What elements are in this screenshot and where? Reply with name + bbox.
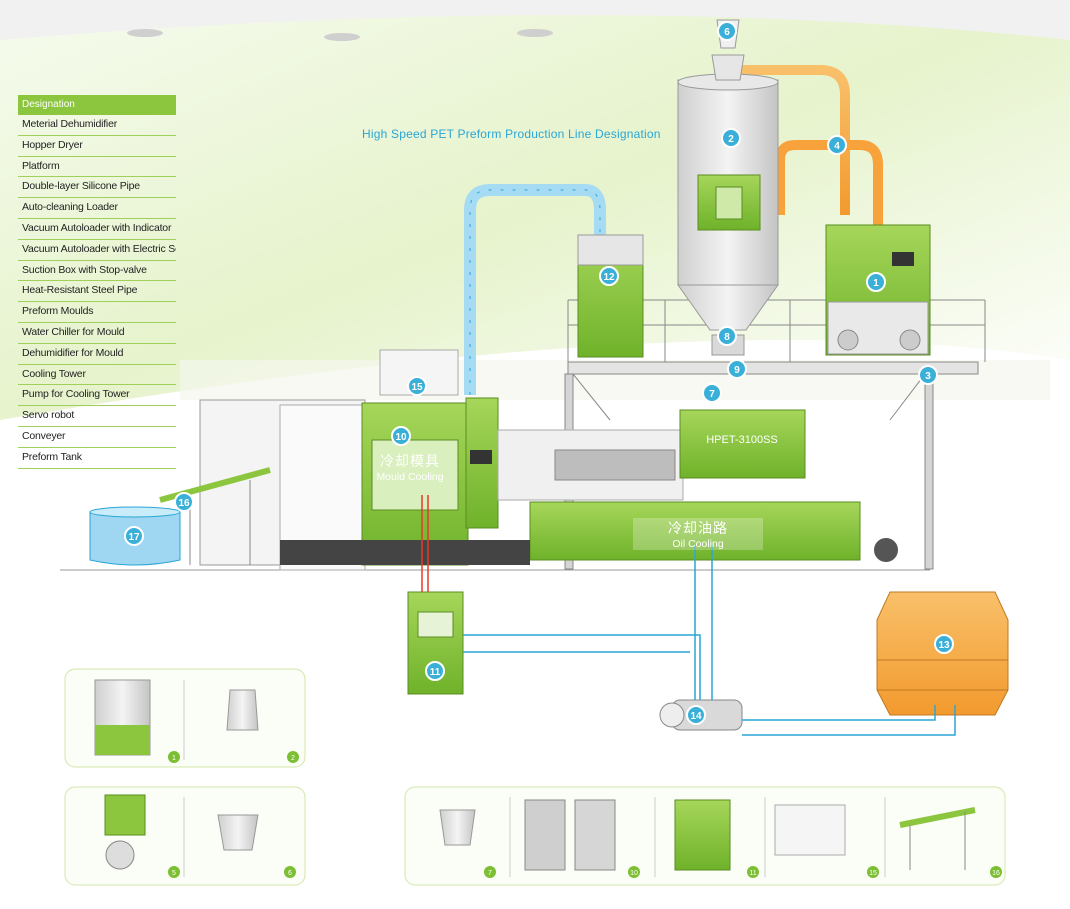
diagram-title: High Speed PET Preform Production Line D… <box>362 127 661 141</box>
marker-2: 2 <box>721 128 741 148</box>
thumb-badge-2: 2 <box>287 751 299 763</box>
marker-9: 9 <box>727 359 747 379</box>
marker-17: 17 <box>124 526 144 546</box>
thumb-panel-bottom-left <box>64 786 306 886</box>
marker-1: 1 <box>866 272 886 292</box>
thumb-badge-16: 16 <box>990 866 1002 878</box>
marker-4: 4 <box>827 135 847 155</box>
oil-cooling-label: 冷却油路 Oil Cooling <box>633 518 763 550</box>
svg-text:6: 6 <box>724 27 730 38</box>
svg-text:10: 10 <box>395 432 407 443</box>
marker-10: 10 <box>391 426 411 446</box>
legend-item: Dehumidifier for Mould <box>18 344 176 365</box>
svg-text:1: 1 <box>172 755 176 762</box>
legend-item: Water Chiller for Mould <box>18 323 176 344</box>
svg-text:7: 7 <box>709 389 715 400</box>
svg-text:5: 5 <box>172 870 176 877</box>
legend-item: Pump for Cooling Tower <box>18 385 176 407</box>
legend-item: Conveyer <box>18 427 176 448</box>
svg-text:6: 6 <box>288 870 292 877</box>
cooling-piping <box>421 495 956 736</box>
svg-text:2: 2 <box>291 755 295 762</box>
legend-item: Vacuum Autoloader with Electric Senso <box>18 240 176 261</box>
legend-item: Cooling Tower <box>18 365 176 386</box>
marker-3: 3 <box>918 365 938 385</box>
svg-text:2: 2 <box>728 134 734 145</box>
svg-text:15: 15 <box>869 870 877 877</box>
svg-text:16: 16 <box>178 498 190 509</box>
legend-item: Meterial Dehumidifier <box>18 115 176 136</box>
oil-cooling-en: Oil Cooling <box>672 538 724 550</box>
water-chiller <box>407 591 464 695</box>
mould-cooling-label: 冷却模具 Mould Cooling <box>368 451 452 483</box>
legend-header: Designation <box>18 95 176 115</box>
svg-text:3: 3 <box>925 371 931 382</box>
marker-15: 15 <box>407 376 427 396</box>
thumb-badge-10: 10 <box>628 866 640 878</box>
mould-cooling-cn: 冷却模具 <box>380 453 440 469</box>
legend-item: Suction Box with Stop-valve <box>18 261 176 282</box>
svg-text:14: 14 <box>690 711 702 722</box>
svg-text:1: 1 <box>873 278 879 289</box>
svg-text:12: 12 <box>603 272 615 283</box>
svg-text:10: 10 <box>630 870 638 877</box>
marker-14: 14 <box>686 705 706 725</box>
oil-cooling-cn: 冷却油路 <box>668 520 728 536</box>
marker-6: 6 <box>717 21 737 41</box>
svg-text:4: 4 <box>834 141 840 152</box>
mould-cooling-en: Mould Cooling <box>376 471 444 483</box>
thumb-badge-6: 6 <box>284 866 296 878</box>
marker-8: 8 <box>717 326 737 346</box>
marker-7: 7 <box>702 383 722 403</box>
svg-text:16: 16 <box>992 870 1000 877</box>
legend-item: Vacuum Autoloader with Indicator <box>18 219 176 240</box>
legend-item: Hopper Dryer <box>18 136 176 157</box>
legend-item: Auto-cleaning Loader <box>18 198 176 219</box>
svg-text:17: 17 <box>128 532 140 543</box>
legend-item: Preform Tank <box>18 448 176 469</box>
mould-dehumidifier <box>577 234 644 358</box>
legend-item: Double-layer Silicone Pipe <box>18 177 176 199</box>
svg-text:15: 15 <box>411 382 423 393</box>
legend-item: Platform <box>18 157 176 178</box>
machine-model-label: HPET-3100SS <box>706 434 778 446</box>
marker-13: 13 <box>934 634 954 654</box>
orange-pipe-top <box>740 65 850 215</box>
svg-text:13: 13 <box>938 640 950 651</box>
legend-item: Preform Moulds <box>18 302 176 323</box>
thumb-badge-7: 7 <box>484 866 496 878</box>
svg-text:9: 9 <box>734 365 740 376</box>
svg-text:8: 8 <box>724 332 730 343</box>
thumb-badge-5: 5 <box>168 866 180 878</box>
svg-text:11: 11 <box>430 667 441 678</box>
thumb-badge-1: 1 <box>168 751 180 763</box>
legend-item: Servo robot <box>18 406 176 427</box>
thumb-badge-11: 11 <box>747 866 759 878</box>
marker-12: 12 <box>599 266 619 286</box>
thumb-badge-15: 15 <box>867 866 879 878</box>
svg-text:7: 7 <box>488 870 492 877</box>
legend-item: Heat-Resistant Steel Pipe <box>18 281 176 303</box>
marker-11: 11 <box>425 661 445 681</box>
svg-text:11: 11 <box>749 870 756 877</box>
marker-16: 16 <box>174 492 194 512</box>
thumbnail-panels <box>64 668 1006 886</box>
